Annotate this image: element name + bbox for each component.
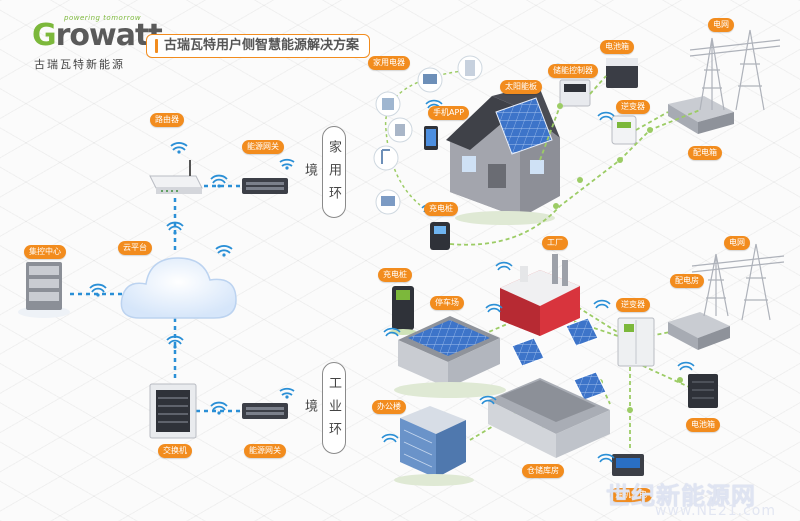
label-distribution-box: 配电箱 [688,146,722,160]
label-solar-panel: 太阳能板 [500,80,542,94]
label-cloud-platform: 云平台 [118,241,152,255]
house-graphic [446,84,560,225]
energy-gateway-top-device [242,178,288,194]
label-energy-gateway-top: 能源网关 [242,140,284,154]
label-inverter-industrial: 逆变器 [616,298,650,312]
label-router: 路由器 [150,113,184,127]
label-factory: 工厂 [542,236,568,250]
label-mobile-app: 手机APP [428,106,470,120]
battery-box-home-device [606,58,638,88]
router-device [149,160,203,194]
switch-device [149,383,197,439]
label-warehouse: 仓储库房 [522,464,564,478]
home-charger-device [430,222,450,250]
distribution-box-device [668,96,734,134]
page-title: 古瑞瓦特用户侧智慧能源解决方案 [146,34,371,58]
page-title-text: 古瑞瓦特用户侧智慧能源解决方案 [164,38,360,53]
growatt-logo: powering tomorrow Growatt 古瑞瓦特新能源 [22,10,163,71]
label-grid-industrial: 电网 [724,236,750,250]
watermark-text: 世纪新能源网 [606,482,756,510]
label-inverter-home: 逆变器 [616,100,650,114]
label-battery-box-home: 电池箱 [600,40,634,54]
grid-tower-industrial [691,243,785,321]
warehouse-graphic [488,378,610,458]
network-links [70,184,240,413]
label-distribution-room: 配电房 [670,274,704,288]
label-energy-gateway-bottom: 能源网关 [244,444,286,458]
office-building-graphic [394,406,474,486]
label-home-charger: 充电桩 [424,202,458,216]
label-industrial-charger: 充电桩 [378,268,412,282]
label-home-appliances: 家用电器 [368,56,410,70]
battery-box-industrial-device [688,374,718,408]
label-grid-home: 电网 [708,18,734,32]
industrial-charger-device [389,286,417,335]
storage-controller-device [559,79,591,107]
inverter-industrial-device [617,317,655,367]
home-power-lines [449,75,701,246]
control-center-device [18,262,70,318]
label-storage-controller: 储能控制器 [548,64,598,78]
logo-wordmark: Growatt [32,18,163,53]
label-parking-lot: 停车场 [430,296,464,310]
logo-subtitle: 古瑞瓦特新能源 [34,58,125,71]
watermark-url: www.NE21.com [655,503,776,519]
label-diesel-generator: 油机发电 [610,488,652,502]
factory-graphic [500,254,580,336]
diesel-generator-device [612,454,644,476]
wifi-icons [89,142,295,411]
parking-lot-graphic [394,316,506,398]
section-label-industrial: 工业环境 [302,362,346,454]
section-label-home: 家用环境 [302,126,346,218]
inverter-home-device [611,115,637,145]
title-accent-bar [155,38,158,53]
appliance-icons [373,55,483,215]
label-battery-box-industrial: 电池箱 [686,418,720,432]
label-control-center: 集控中心 [24,245,66,259]
industrial-solar-panels [511,317,607,401]
energy-gateway-bottom-device [242,403,288,419]
grid-tower-home [689,29,781,111]
cloud-platform-graphic [120,257,237,319]
distribution-room-graphic [668,312,730,350]
logo-tagline: powering tomorrow [64,14,142,22]
label-office-building: 办公楼 [372,400,406,414]
label-switch: 交换机 [158,444,192,458]
